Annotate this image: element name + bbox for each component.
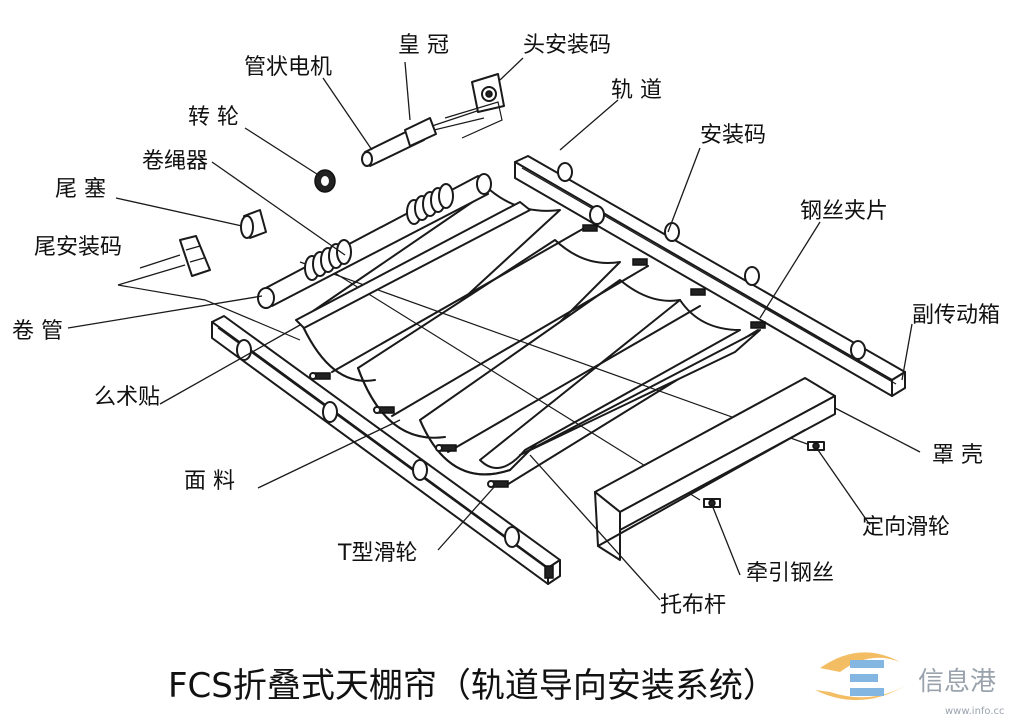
exploded-plane xyxy=(117,101,503,341)
label-t-pulley: T型滑轮 xyxy=(337,541,417,566)
label-rope-winder: 卷绳器 xyxy=(142,149,208,174)
far-track-brackets xyxy=(557,162,866,360)
label-wheel: 转 轮 xyxy=(188,105,239,130)
cloth-rods xyxy=(331,225,761,487)
label-mount-code: 安装码 xyxy=(700,123,766,148)
label-track: 轨 道 xyxy=(611,78,662,103)
fabric-folds xyxy=(299,189,741,476)
tail-mount xyxy=(179,235,211,277)
guide-pulleys xyxy=(703,441,825,508)
label-tail-plug: 尾 塞 xyxy=(55,177,106,202)
part-labels: 皇 冠 头安装码 管状电机 轨 道 转 轮 安装码 卷绳器 钢丝夹片 尾 塞 尾… xyxy=(12,33,1000,618)
tail-plug xyxy=(240,209,267,239)
diagram-title: FCS折叠式天棚帘（轨道导向安装系统） xyxy=(168,666,777,706)
rope-winder-right xyxy=(406,183,454,225)
label-guide-pulley: 定向滑轮 xyxy=(862,515,950,540)
label-cloth-rod: 托布杆 xyxy=(660,593,726,618)
wheel-part xyxy=(314,169,336,193)
label-aux-drive-box: 副传动箱 xyxy=(912,303,1000,328)
watermark-logo-icon xyxy=(815,652,905,701)
watermark: 信息港 www.info.cc xyxy=(815,652,1005,717)
cover-shell xyxy=(594,377,836,561)
label-head-mount: 头安装码 xyxy=(523,33,611,58)
label-cover-shell: 罩 壳 xyxy=(932,443,983,468)
tubular-motor xyxy=(361,109,485,167)
t-pulleys-near xyxy=(309,372,509,488)
label-tubular-motor: 管状电机 xyxy=(244,55,332,80)
label-velcro: 么术贴 xyxy=(94,385,160,410)
label-fabric: 面 料 xyxy=(184,469,235,494)
label-crown: 皇 冠 xyxy=(398,33,449,58)
watermark-text: 信息港 xyxy=(918,667,996,697)
traction-wires xyxy=(299,261,811,501)
roll-tube-assembly xyxy=(257,173,531,329)
rope-winder-left xyxy=(304,239,352,281)
far-track xyxy=(514,155,906,397)
label-wire-clip: 钢丝夹片 xyxy=(800,199,888,224)
label-traction-wire: 牵引钢丝 xyxy=(746,561,834,586)
leader-lines xyxy=(67,57,921,601)
watermark-url: www.info.cc xyxy=(945,706,1005,717)
label-tail-mount: 尾安装码 xyxy=(34,235,122,260)
label-roll-tube: 卷 管 xyxy=(12,319,63,344)
near-track xyxy=(211,315,561,585)
t-pulleys-far xyxy=(582,224,766,329)
